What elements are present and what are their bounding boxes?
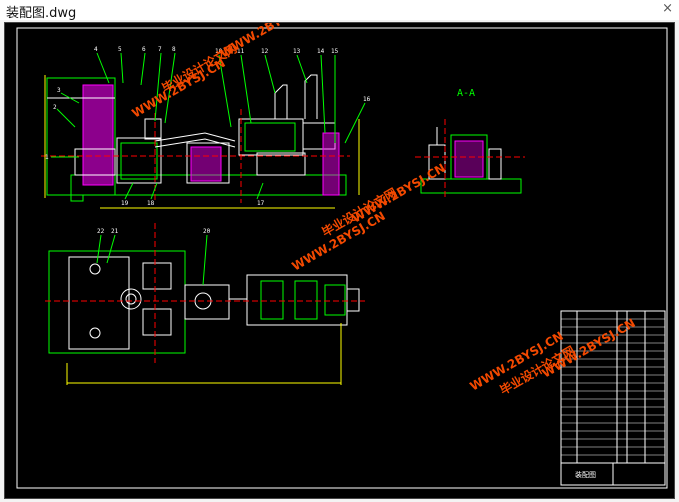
balloon: 22 [97, 228, 105, 235]
leaders-top [96, 234, 208, 286]
drawing-canvas[interactable]: 4 5 6 7 8 10 11 12 13 14 15 16 3 2 1 19 … [4, 22, 675, 499]
watermarks: WWW.2BYSJ.CN 毕业设计论文网 WWW.2BYSJ.CN WWW.2B… [130, 23, 638, 398]
title-block-name: 装配图 [575, 470, 596, 479]
balloon: 10 [215, 48, 223, 55]
balloon: 1 [45, 154, 49, 161]
balloon: 13 [293, 48, 301, 55]
balloon: 19 [121, 200, 129, 207]
balloon: 12 [261, 48, 269, 55]
balloon-labels-front: 4 5 6 7 8 10 11 12 13 14 15 16 3 2 1 19 … [45, 46, 371, 207]
balloon: 17 [257, 200, 265, 207]
balloon: 7 [158, 46, 162, 53]
dimensions-top [66, 323, 342, 385]
window-titlebar: 装配图.dwg × [0, 0, 679, 21]
title-block [560, 310, 666, 486]
drawing-frame [16, 27, 668, 489]
balloon: 8 [172, 46, 176, 53]
balloon: 15 [331, 48, 339, 55]
balloon: 16 [363, 96, 371, 103]
section-label: A-A [457, 88, 475, 99]
center-lines-section [415, 119, 525, 198]
balloon: 5 [118, 46, 122, 53]
balloon: 6 [142, 46, 146, 53]
balloon: 4 [94, 46, 98, 53]
dimensions-front [44, 75, 360, 209]
center-lines-top [45, 223, 365, 363]
parts-list-rows [561, 318, 665, 456]
front-view [46, 74, 347, 202]
section-view [420, 127, 522, 194]
watermark-url: WWW.2BYSJ.CN [540, 316, 638, 381]
balloon: 20 [203, 228, 211, 235]
balloon: 21 [111, 228, 119, 235]
cad-drawing: 4 5 6 7 8 10 11 12 13 14 15 16 3 2 1 19 … [16, 23, 668, 489]
balloon: 2 [53, 104, 57, 111]
balloon: 14 [317, 48, 325, 55]
window-title: 装配图.dwg [6, 6, 77, 21]
balloon-labels-top: 22 21 20 [97, 228, 211, 235]
balloon: 18 [147, 200, 155, 207]
top-view [48, 250, 360, 354]
balloon: 3 [57, 87, 61, 94]
leaders-front [51, 52, 366, 200]
close-icon[interactable]: × [662, 1, 673, 16]
balloon: 11 [237, 48, 245, 55]
